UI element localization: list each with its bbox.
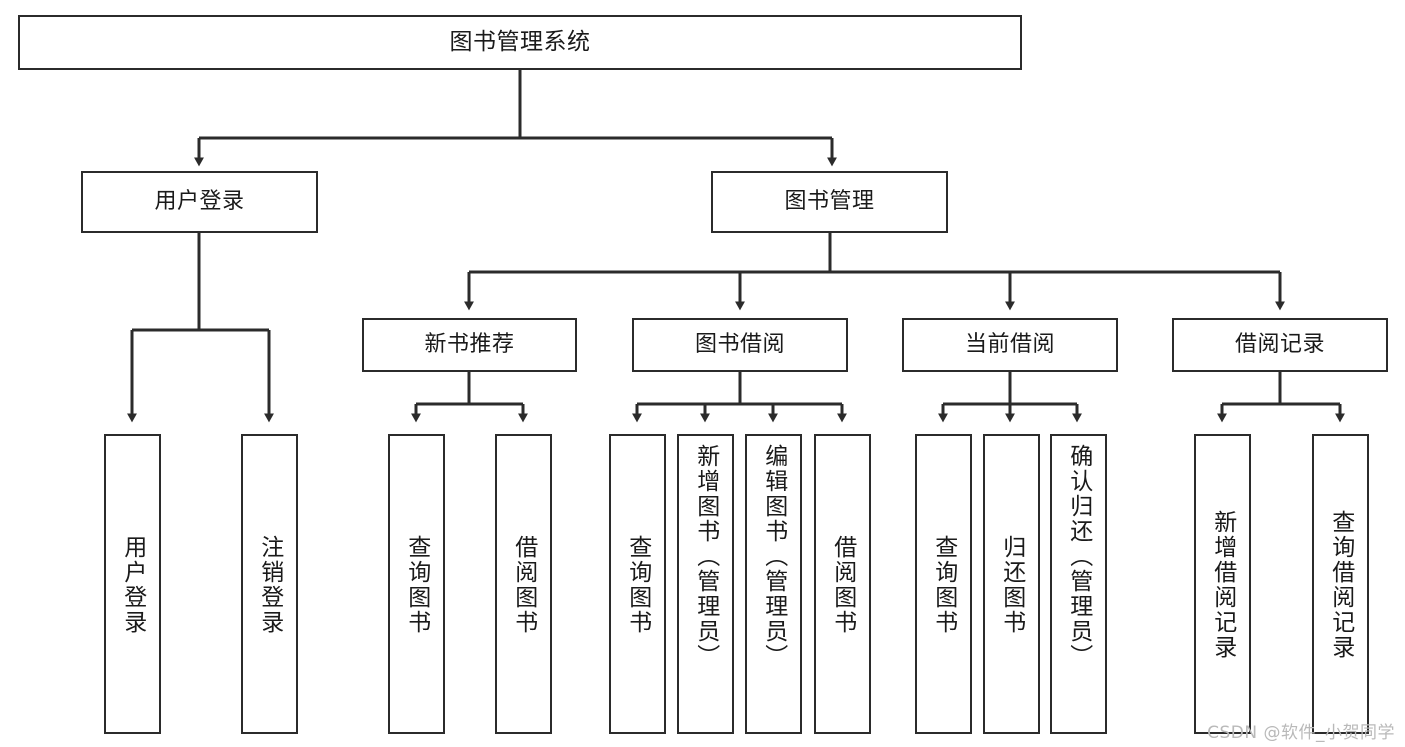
- leaf-add-borrow-record[interactable]: 新增借阅记录: [1194, 434, 1251, 734]
- leaf-return-book[interactable]: 归还图书: [983, 434, 1040, 734]
- leaf-add-book-admin[interactable]: 新增图书（管理员）: [677, 434, 734, 734]
- leaf-edit-book-admin-label: 编辑图书（管理员）: [760, 444, 787, 669]
- csdn-watermark: CSDN @软件_小贺同学: [1207, 723, 1395, 743]
- leaf-logout-label: 注销登录: [256, 535, 283, 635]
- node-borrow-record[interactable]: 借阅记录: [1172, 318, 1388, 372]
- leaf-borrow-book[interactable]: 借阅图书: [814, 434, 871, 734]
- leaf-return-book-label: 归还图书: [998, 535, 1025, 635]
- node-book-management[interactable]: 图书管理: [711, 171, 948, 233]
- leaf-query-borrow-record-label: 查询借阅记录: [1327, 510, 1354, 660]
- node-root-label: 图书管理系统: [449, 28, 591, 55]
- leaf-borrow-book-recommend-label: 借阅图书: [510, 535, 537, 635]
- leaf-edit-book-admin[interactable]: 编辑图书（管理员）: [745, 434, 802, 734]
- node-new-book-recommend-label: 新书推荐: [424, 332, 515, 358]
- leaf-query-book-borrow[interactable]: 查询图书: [609, 434, 666, 734]
- node-book-borrow-label: 图书借阅: [694, 332, 785, 358]
- leaf-user-login-label: 用户登录: [119, 535, 146, 635]
- node-user-login[interactable]: 用户登录: [81, 171, 318, 233]
- leaf-query-book-current-label: 查询图书: [930, 535, 957, 635]
- node-root[interactable]: 图书管理系统: [18, 15, 1022, 70]
- leaf-confirm-return-admin-label: 确认归还（管理员）: [1065, 444, 1092, 669]
- node-borrow-record-label: 借阅记录: [1234, 332, 1325, 358]
- leaf-query-borrow-record[interactable]: 查询借阅记录: [1312, 434, 1369, 734]
- node-current-borrow[interactable]: 当前借阅: [902, 318, 1118, 372]
- node-new-book-recommend[interactable]: 新书推荐: [362, 318, 577, 372]
- leaf-query-book-borrow-label: 查询图书: [624, 535, 651, 635]
- leaf-query-book-recommend-label: 查询图书: [403, 535, 430, 635]
- leaf-query-book-recommend[interactable]: 查询图书: [388, 434, 445, 734]
- leaf-borrow-book-label: 借阅图书: [829, 535, 856, 635]
- leaf-logout[interactable]: 注销登录: [241, 434, 298, 734]
- leaf-add-book-admin-label: 新增图书（管理员）: [692, 444, 719, 669]
- leaf-add-borrow-record-label: 新增借阅记录: [1209, 510, 1236, 660]
- leaf-borrow-book-recommend[interactable]: 借阅图书: [495, 434, 552, 734]
- leaf-query-book-current[interactable]: 查询图书: [915, 434, 972, 734]
- node-book-management-label: 图书管理: [784, 189, 875, 215]
- leaf-confirm-return-admin[interactable]: 确认归还（管理员）: [1050, 434, 1107, 734]
- node-book-borrow[interactable]: 图书借阅: [632, 318, 848, 372]
- node-current-borrow-label: 当前借阅: [964, 332, 1055, 358]
- leaf-user-login[interactable]: 用户登录: [104, 434, 161, 734]
- node-user-login-label: 用户登录: [154, 189, 245, 215]
